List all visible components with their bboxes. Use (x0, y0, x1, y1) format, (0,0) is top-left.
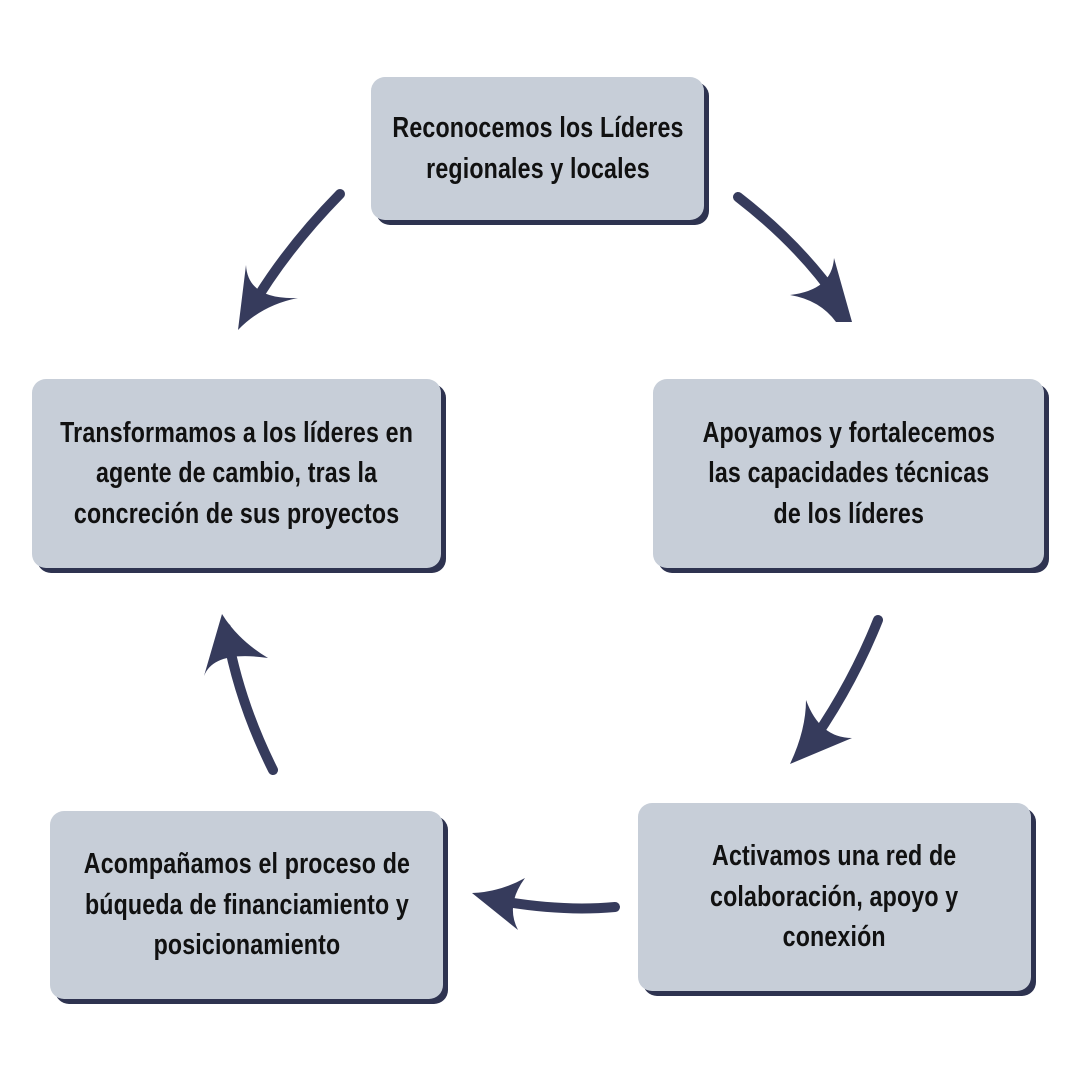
curved-arrow-icon (238, 189, 345, 330)
step-box-1: Reconocemos los Líderes regionales y loc… (371, 77, 704, 220)
step-box-4: Acompañamos el proceso de búqueda de fin… (50, 811, 443, 999)
step-text-3: Activamos una red de colaboración, apoyo… (710, 836, 958, 958)
step-line: Apoyamos y fortalecemos (702, 416, 995, 449)
step-line: posicionamiento (153, 929, 340, 962)
step-line: colaboración, apoyo y (710, 880, 959, 913)
curved-arrow-icon (204, 614, 278, 775)
step-text-1: Reconocemos los Líderes regionales y loc… (392, 108, 683, 189)
step-line: Activamos una red de (712, 840, 957, 873)
step-text-4: Acompañamos el proceso de búqueda de fin… (83, 844, 409, 966)
step-line: Transformamos a los líderes en (60, 416, 413, 449)
step-box-5: Transformamos a los líderes en agente de… (32, 379, 441, 568)
curved-arrow-icon (472, 878, 620, 930)
step-line: Reconocemos los Líderes (391, 111, 684, 144)
step-line: búqueda de financiamiento y (84, 888, 409, 921)
step-box-2: Apoyamos y fortalecemos las capacidades … (653, 379, 1044, 568)
step-line: conexión (782, 921, 887, 954)
step-line: agente de cambio, tras la (95, 457, 378, 490)
step-text-5: Transformamos a los líderes en agente de… (60, 413, 413, 535)
step-line: concreción de sus proyectos (73, 497, 400, 530)
step-text-2: Apoyamos y fortalecemos las capacidades … (702, 413, 995, 535)
step-line: regionales y locales (425, 152, 650, 185)
step-line: de los líderes (773, 497, 924, 530)
step-line: las capacidades técnicas (707, 457, 990, 490)
curved-arrow-icon (790, 615, 883, 764)
step-line: Acompañamos el proceso de (83, 848, 410, 881)
curved-arrow-icon (733, 192, 852, 322)
step-box-3: Activamos una red de colaboración, apoyo… (638, 803, 1031, 991)
